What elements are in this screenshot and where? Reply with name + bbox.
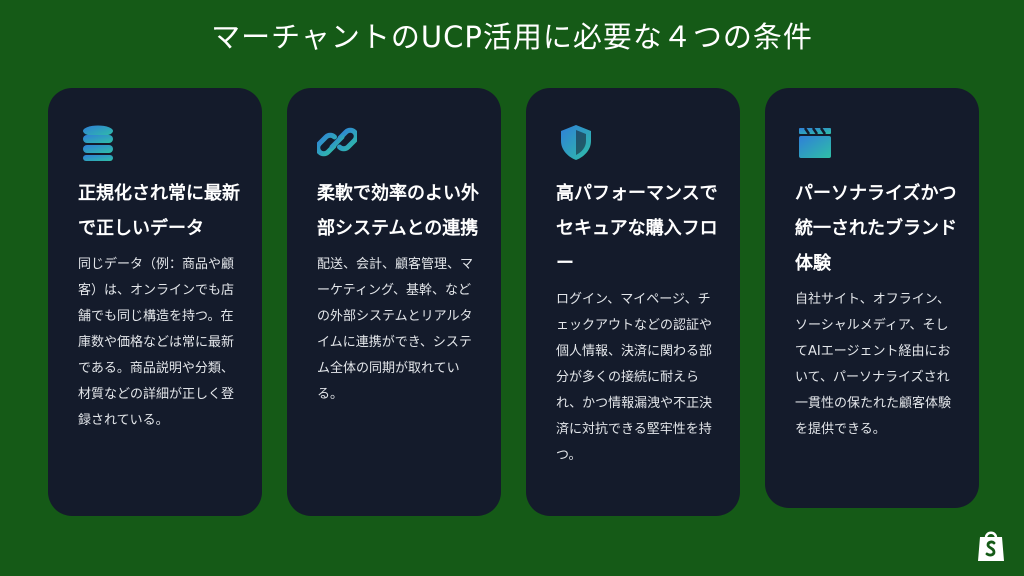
condition-card-brand: パーソナライズかつ統一されたブランド体験 自社サイト、オフライン、ソーシャルメデ… (765, 88, 979, 508)
card-title: 正規化され常に最新で正しいデータ (78, 183, 240, 239)
condition-card-integration: 柔軟で効率のよい外部システムとの連携 配送、会計、顧客管理、マーケティング、基幹… (287, 88, 501, 516)
card-description: 自社サイト、オフライン、ソーシャルメディア、そしてAIエージェント経由において、… (795, 292, 952, 437)
card-description: ログイン、マイページ、チェックアウトなどの認証や個人情報、決済に関わる部分が多く… (556, 292, 713, 463)
card-description: 配送、会計、顧客管理、マーケティング、基幹、などの外部システムとリアルタイムに連… (317, 257, 474, 402)
card-title: 高パフォーマンスでセキュアな購入フロー (556, 183, 718, 274)
card-title: 柔軟で効率のよい外部システムとの連携 (317, 183, 479, 239)
clapperboard-icon (795, 122, 835, 162)
card-title: パーソナライズかつ統一されたブランド体験 (795, 183, 957, 274)
link-icon (317, 122, 357, 162)
page-title: マーチャントのUCP活用に必要な４つの条件 (211, 20, 813, 54)
condition-card-security: 高パフォーマンスでセキュアな購入フロー ログイン、マイページ、チェックアウトなど… (526, 88, 740, 516)
condition-card-data: 正規化され常に最新で正しいデータ 同じデータ（例：商品や顧客）は、オンラインでも… (48, 88, 262, 516)
database-icon (78, 122, 118, 162)
card-description: 同じデータ（例：商品や顧客）は、オンラインでも店舗でも同じ構造を持つ。在庫数や価… (78, 257, 235, 428)
shopping-bag-logo (976, 528, 1006, 562)
shield-icon (556, 122, 596, 162)
